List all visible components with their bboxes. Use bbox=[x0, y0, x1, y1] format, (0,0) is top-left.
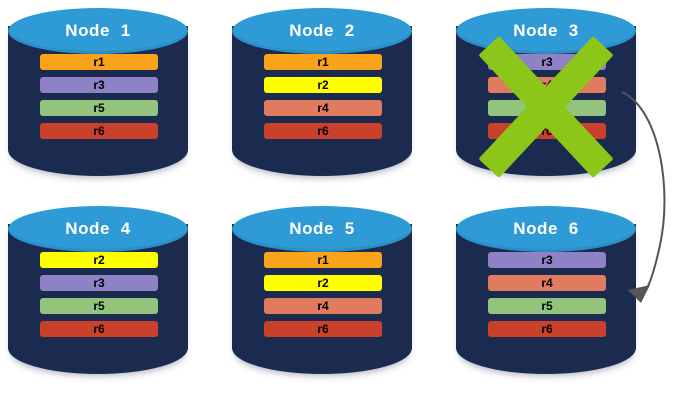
node-1-replica-r5[interactable]: r5 bbox=[40, 100, 158, 116]
node-6[interactable]: Node 6 r3 r4 r5 r6 bbox=[456, 206, 636, 386]
node-4-replica-r3[interactable]: r3 bbox=[40, 275, 158, 291]
node-1[interactable]: Node 1 r1 r3 r5 r6 bbox=[8, 8, 188, 188]
node-2-replica-list: r1 r2 r4 r6 bbox=[264, 54, 382, 139]
node-4-replica-r2[interactable]: r2 bbox=[40, 252, 158, 268]
node-6-title: Node 6 bbox=[513, 219, 579, 238]
node-3-replica-r3[interactable]: r3 bbox=[488, 54, 606, 70]
node-6-cylinder-top bbox=[456, 206, 636, 252]
node-1-replica-list: r1 r3 r5 r6 bbox=[40, 54, 158, 139]
node-3-replica-r6[interactable]: r6 bbox=[488, 123, 606, 139]
node-3-replica-r4[interactable]: r4 bbox=[488, 77, 606, 93]
node-5-replica-r6[interactable]: r6 bbox=[264, 321, 382, 337]
node-2-replica-r2[interactable]: r2 bbox=[264, 77, 382, 93]
node-4-replica-r6[interactable]: r6 bbox=[40, 321, 158, 337]
node-1-replica-r6[interactable]: r6 bbox=[40, 123, 158, 139]
node-6-replica-r5[interactable]: r5 bbox=[488, 298, 606, 314]
node-2[interactable]: Node 2 r1 r2 r4 r6 bbox=[232, 8, 412, 188]
node-4[interactable]: Node 4 r2 r3 r5 r6 bbox=[8, 206, 188, 386]
node-6-replica-r4[interactable]: r4 bbox=[488, 275, 606, 291]
node-5-title: Node 5 bbox=[289, 219, 355, 238]
node-3-title: Node 3 bbox=[513, 21, 579, 40]
node-4-replica-list: r2 r3 r5 r6 bbox=[40, 252, 158, 337]
node-6-replica-list: r3 r4 r5 r6 bbox=[488, 252, 606, 337]
node-3[interactable]: Node 3 r3 r4 r5 r6 bbox=[456, 8, 636, 188]
node-4-cylinder-top bbox=[8, 206, 188, 252]
node-5-replica-r4[interactable]: r4 bbox=[264, 298, 382, 314]
node-5-replica-r1[interactable]: r1 bbox=[264, 252, 382, 268]
node-1-replica-r3[interactable]: r3 bbox=[40, 77, 158, 93]
node-2-replica-r1[interactable]: r1 bbox=[264, 54, 382, 70]
node-2-replica-r6[interactable]: r6 bbox=[264, 123, 382, 139]
node-5-replica-list: r1 r2 r4 r6 bbox=[264, 252, 382, 337]
node-2-title: Node 2 bbox=[289, 21, 355, 40]
node-1-title: Node 1 bbox=[65, 21, 131, 40]
node-1-cylinder-top bbox=[8, 8, 188, 54]
node-5[interactable]: Node 5 r1 r2 r4 r6 bbox=[232, 206, 412, 386]
node-4-title: Node 4 bbox=[65, 219, 131, 238]
node-6-replica-r6[interactable]: r6 bbox=[488, 321, 606, 337]
node-3-replica-list: r3 r4 r5 r6 bbox=[488, 54, 606, 139]
node-1-replica-r1[interactable]: r1 bbox=[40, 54, 158, 70]
node-5-replica-r2[interactable]: r2 bbox=[264, 275, 382, 291]
node-4-replica-r5[interactable]: r5 bbox=[40, 298, 158, 314]
node-3-replica-r5[interactable]: r5 bbox=[488, 100, 606, 116]
node-2-replica-r4[interactable]: r4 bbox=[264, 100, 382, 116]
node-2-cylinder-top bbox=[232, 8, 412, 54]
node-5-cylinder-top bbox=[232, 206, 412, 252]
node-6-replica-r3[interactable]: r3 bbox=[488, 252, 606, 268]
